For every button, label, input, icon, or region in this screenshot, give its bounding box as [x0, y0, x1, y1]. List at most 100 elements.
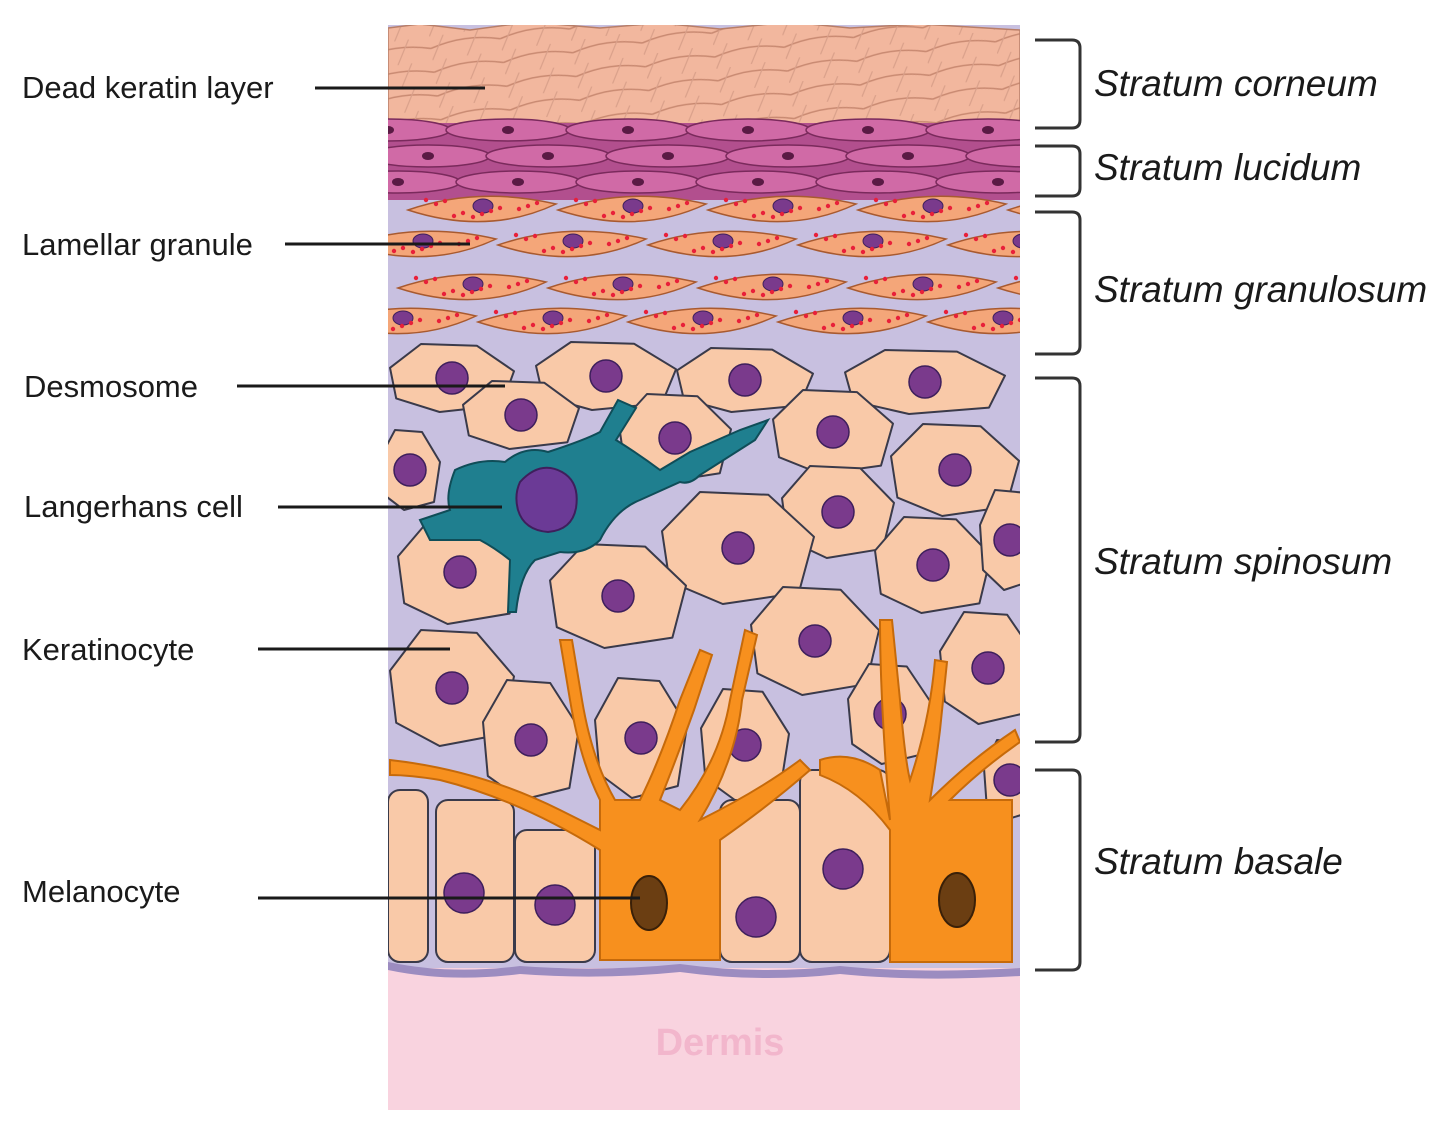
lamellar-granule — [973, 236, 979, 242]
lamellar-granule — [832, 233, 838, 239]
layer-label-corneum: Stratum corneum — [1094, 63, 1378, 104]
keratinocyte — [750, 586, 880, 696]
nucleus — [658, 421, 692, 455]
lamellar-granule — [815, 281, 821, 287]
melanocyte-cells — [389, 619, 1020, 963]
lamellar-granule — [713, 275, 719, 281]
lamellar-granule — [929, 211, 935, 217]
lamellar-granule — [984, 200, 990, 206]
lamellar-granule — [560, 249, 566, 255]
lamellar-granule — [503, 313, 509, 319]
lamellar-granule — [1000, 245, 1006, 251]
lamellar-granule — [991, 248, 997, 254]
lamellar-granule — [615, 238, 621, 244]
layer-label-granulosum: Stratum granulosum — [1094, 269, 1427, 310]
granular-cell — [495, 230, 649, 258]
bracket-lucidum — [1035, 144, 1082, 198]
lamellar-granule — [541, 248, 547, 254]
lamellar-granule — [1013, 275, 1019, 281]
lamellar-granule — [563, 275, 569, 281]
lamellar-granule — [904, 312, 910, 318]
lamellar-granule — [813, 232, 819, 238]
lamellar-granule — [583, 201, 589, 207]
granular-cell — [855, 195, 1009, 223]
lucidum-cell — [605, 144, 731, 168]
keratinocyte — [874, 516, 992, 614]
lamellar-granule — [760, 210, 766, 216]
lamellar-granule — [680, 322, 686, 328]
lamellar-granule — [413, 275, 419, 281]
bracket-corneum — [1035, 38, 1082, 130]
lamellar-granule — [653, 313, 659, 319]
lamellar-granule — [860, 249, 866, 255]
lamellar-granule — [690, 326, 696, 332]
label-melanocyte: Melanocyte — [22, 874, 181, 909]
lamellar-granule — [710, 249, 716, 255]
lamellar-granule — [513, 232, 519, 238]
lamellar-granule — [592, 198, 598, 204]
lamellar-granule — [858, 320, 864, 326]
lamellar-granule — [433, 201, 439, 207]
lamellar-granule — [728, 243, 734, 249]
lamellar-granule — [1008, 320, 1014, 326]
lamellar-granule — [1024, 280, 1028, 284]
lamellar-granule — [460, 292, 466, 298]
granular-cell — [945, 230, 1070, 258]
granular-cell — [795, 230, 949, 258]
nucleus — [601, 579, 635, 613]
nucleus — [728, 363, 762, 397]
lucidum-cell — [935, 170, 1020, 194]
lamellar-granule — [364, 233, 368, 237]
granular-cell — [645, 230, 799, 258]
lamellar-granule — [956, 284, 962, 290]
granular-cell — [555, 195, 709, 223]
lamellar-granule — [363, 311, 367, 315]
lamellar-granule — [610, 210, 616, 216]
lamellar-granule — [419, 246, 425, 252]
lamellar-granule — [882, 276, 888, 282]
lamellar-granule — [423, 197, 429, 203]
lamellar-granule — [1061, 293, 1065, 297]
basal-nucleus — [822, 848, 864, 890]
lamellar-granule — [383, 234, 387, 238]
lamellar-granule — [410, 249, 416, 255]
lamellar-granule — [910, 292, 916, 298]
lamellar-granule — [673, 236, 679, 242]
lamellar-granule — [1135, 201, 1139, 205]
lucidum-cell — [455, 170, 581, 194]
lamellar-granule — [812, 310, 818, 316]
lamellar-granule — [525, 203, 531, 209]
lamellar-granule — [665, 281, 671, 287]
lamellar-granule — [756, 241, 762, 247]
lamellar-granule — [850, 245, 856, 251]
lamellar-granule — [821, 325, 827, 331]
keratinocyte — [462, 380, 580, 450]
lamellar-granule — [797, 205, 803, 211]
lamellar-granule — [751, 213, 757, 219]
granular-cell — [545, 273, 699, 301]
lamellar-granule — [441, 291, 447, 297]
lamellar-granule — [606, 241, 612, 247]
lamellar-granule — [662, 310, 668, 316]
lamellar-granule — [723, 197, 729, 203]
langerhans-nucleus — [515, 466, 578, 534]
lucidum-cell — [805, 118, 931, 142]
lamellar-granule — [982, 233, 988, 239]
lamellar-granule — [834, 200, 840, 206]
label-desmosome: Desmosome — [24, 369, 198, 404]
lamellar-granule — [971, 325, 977, 331]
granular-cell — [775, 307, 929, 335]
lamellar-granule — [1117, 207, 1121, 211]
nucleus — [971, 651, 1005, 685]
lamellar-granule — [638, 208, 644, 214]
lamellar-granule — [523, 236, 529, 242]
lamellar-granule — [1066, 239, 1070, 243]
lamellar-granule — [825, 203, 831, 209]
lamellar-granule — [354, 314, 358, 318]
melanocyte-nucleus-2 — [938, 872, 976, 928]
melanocyte-nucleus-1 — [630, 875, 668, 931]
label-dead-keratin: Dead keratin layer — [22, 70, 274, 105]
lamellar-granule — [516, 206, 522, 212]
lamellar-granule — [591, 291, 597, 297]
